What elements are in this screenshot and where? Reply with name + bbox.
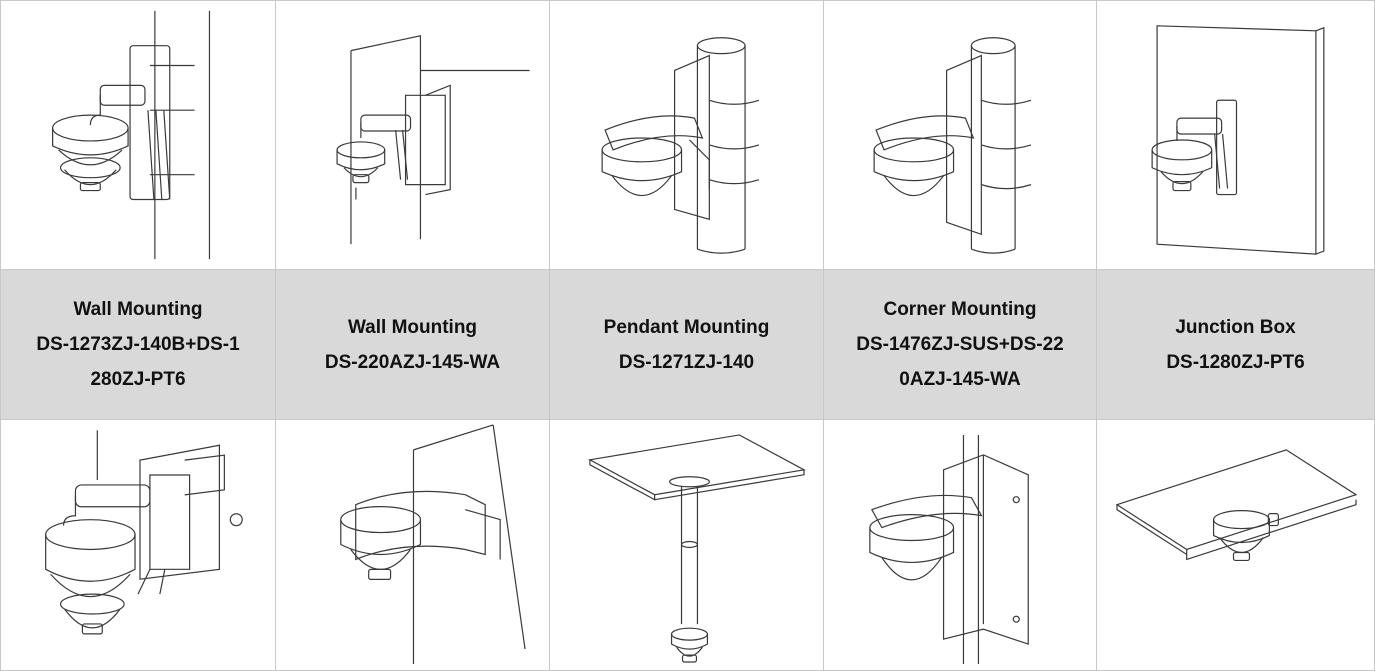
wall-mount-dome-illustration [276, 420, 549, 670]
cell-image-1 [0, 0, 276, 270]
mount-title: Wall Mounting [73, 299, 203, 320]
wall-corner-mount-illustration [276, 1, 549, 269]
label-cell-3: Pendant Mounting DS-1271ZJ-140 [550, 270, 824, 420]
cell-image-7 [276, 420, 550, 671]
mount-title: Wall Mounting [347, 316, 478, 338]
cell-image-3 [550, 0, 824, 270]
model-line: DS-1476ZJ-SUS+DS-22 [856, 334, 1064, 355]
model-line: DS-1280ZJ-PT6 [1166, 351, 1305, 373]
wall-junction-box-mount-illustration [1, 420, 275, 670]
cell-image-6 [0, 420, 276, 671]
cell-image-8 [550, 420, 824, 671]
cell-image-5 [1097, 0, 1375, 270]
model-line: DS-1273ZJ-140B+DS-1 [36, 334, 240, 355]
model-line: 280ZJ-PT6 [90, 369, 186, 390]
model-line: 0AZJ-145-WA [899, 369, 1021, 390]
label-cell-2: Wall Mounting DS-220AZJ-145-WA [276, 270, 550, 420]
pole-mount-dome-illustration [550, 1, 823, 269]
cell-image-2 [276, 0, 550, 270]
cell-image-9 [824, 420, 1097, 671]
ceiling-junction-box-illustration [1097, 420, 1374, 670]
label-cell-4: Corner Mounting DS-1476ZJ-SUS+DS-22 0AZJ… [824, 270, 1097, 420]
corner-mount-dome-illustration [824, 420, 1096, 670]
cell-image-4 [824, 0, 1097, 270]
mount-title: Junction Box [1175, 316, 1296, 338]
cell-image-10 [1097, 420, 1375, 671]
mount-title: Pendant Mounting [603, 316, 770, 338]
label-cell-1: Wall Mounting DS-1273ZJ-140B+DS-1 280ZJ-… [0, 270, 276, 420]
label-cell-5: Junction Box DS-1280ZJ-PT6 [1097, 270, 1375, 420]
pendant-ceiling-mount-illustration [550, 420, 823, 670]
wall-pole-mount-illustration [1, 1, 275, 269]
model-line: DS-220AZJ-145-WA [324, 351, 501, 373]
wall-panel-mount-illustration [1097, 1, 1374, 269]
pole-mount-dome-illustration-2 [824, 1, 1096, 269]
mount-title: Corner Mounting [883, 299, 1037, 320]
model-line: DS-1271ZJ-140 [618, 351, 755, 373]
